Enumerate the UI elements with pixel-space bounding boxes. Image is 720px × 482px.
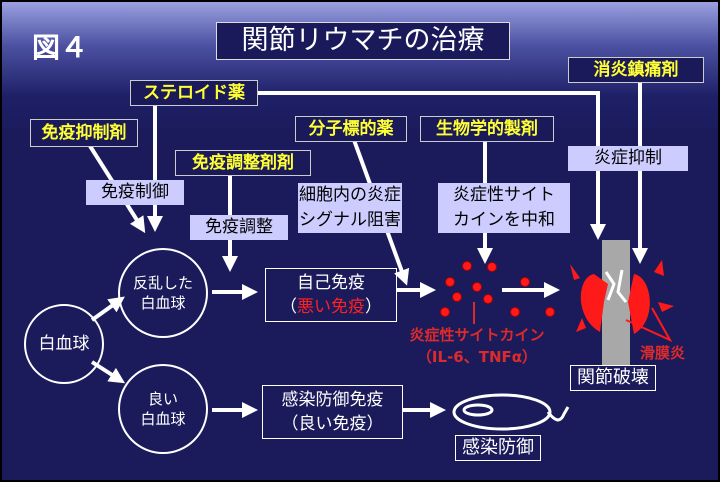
infection-immunity-box: 感染防御免疫 （良い免疫） <box>262 385 403 439</box>
bacterium-illustration <box>452 393 570 431</box>
bad-immunity-text: 悪い免疫 <box>297 297 365 317</box>
wbc-circle: 白血球 <box>24 304 104 384</box>
text-line: 細胞内の炎症 <box>299 185 401 205</box>
cytokine-dots <box>440 261 555 317</box>
text-line: 炎症性サイトカイン <box>409 326 545 344</box>
text-line: 白血球 <box>140 410 186 428</box>
text-line: 白血球 <box>140 294 186 312</box>
text-line: カインを中和 <box>453 210 555 230</box>
text-line: （悪い免疫） <box>266 295 396 319</box>
drug-nsaid: 消炎鎮痛剤 <box>568 57 704 83</box>
autoimmune-box: 自己免疫 （悪い免疫） <box>265 268 397 322</box>
wbc-to-rebel-arrow <box>90 296 125 322</box>
joint-destruction-label: 関節破壊 <box>570 365 656 391</box>
text-line: 自己免疫 <box>297 273 365 293</box>
good-wbc-circle: 良い白血球 <box>118 364 208 454</box>
rebel-wbc-circle: 反乱した白血球 <box>118 248 208 338</box>
drug-immunosuppressant: 免疫抑制剤 <box>30 119 138 147</box>
drug-biologic: 生物学的製剤 <box>420 116 554 142</box>
text-line: 感染防御免疫 <box>281 390 384 410</box>
action-immune-control: 免疫制御 <box>86 180 184 205</box>
text-line: （良い免疫） <box>281 414 384 434</box>
text-line: 良い <box>147 390 178 408</box>
text-line: （IL-6、TNFα） <box>416 348 538 366</box>
action-anti-inflammation: 炎症抑制 <box>568 146 688 171</box>
text-line: 炎症性サイト <box>453 185 555 205</box>
page-title: 関節リウマチの治療 <box>216 22 510 60</box>
infection-defense-label: 感染防御 <box>455 435 541 461</box>
synovitis-label: 滑膜炎 <box>640 344 686 362</box>
figure-label: 図４ <box>32 31 89 64</box>
drug-molecular-target: 分子標的薬 <box>295 116 407 142</box>
wbc-label: 白血球 <box>38 334 90 354</box>
cytokine-label: 炎症性サイトカイン （IL-6、TNFα） <box>392 324 562 368</box>
action-immune-modulation: 免疫調整 <box>190 215 288 240</box>
steroid-line <box>258 91 606 240</box>
drug-immunomodulator: 免疫調整剤剤 <box>175 150 311 176</box>
joint-illustration <box>570 240 674 366</box>
text-line: シグナル阻害 <box>299 210 401 230</box>
text-line: 反乱した <box>132 274 193 292</box>
paren: ） <box>365 297 382 317</box>
drug-steroid: ステロイド薬 <box>130 80 258 106</box>
action-neutralize: 炎症性サイトカインを中和 <box>438 183 570 233</box>
action-signal-block: 細胞内の炎症シグナル阻害 <box>298 183 402 233</box>
paren: （ <box>280 297 297 317</box>
